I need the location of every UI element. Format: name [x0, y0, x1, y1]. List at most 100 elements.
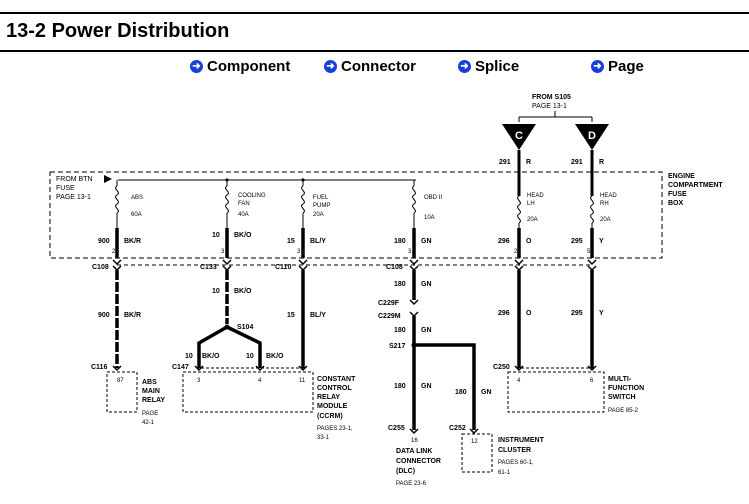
svg-text:296: 296 — [498, 238, 510, 245]
connector-c108-left: C108 — [92, 264, 109, 271]
svg-text:291: 291 — [571, 159, 583, 166]
wire-label-295-top: 295 Y 5 — [571, 238, 604, 255]
svg-text:CONNECTOR: CONNECTOR — [396, 458, 441, 465]
svg-text:20A: 20A — [600, 217, 611, 223]
nav-splice-link[interactable]: ➜ Splice — [458, 58, 519, 75]
svg-text:COOLING: COOLING — [238, 193, 266, 199]
fuse-label-obd: OBD II 10A — [424, 195, 442, 221]
ic-page: PAGES 60-1, 61-1 — [498, 460, 534, 476]
svg-text:180: 180 — [394, 383, 406, 390]
svg-text:HEAD: HEAD — [600, 193, 617, 199]
feed-c-letter: C — [515, 130, 523, 142]
svg-text:HEAD: HEAD — [527, 193, 544, 199]
connector-pins-icon — [112, 365, 597, 372]
svg-text:BOX: BOX — [668, 200, 684, 207]
svg-text:180: 180 — [394, 238, 406, 245]
svg-text:20A: 20A — [527, 217, 538, 223]
svg-text:MODULE: MODULE — [317, 403, 348, 410]
connector-pins-icon — [409, 428, 419, 435]
nav-page-link[interactable]: ➜ Page — [591, 58, 644, 75]
svg-text:PAGES 60-1,: PAGES 60-1, — [498, 460, 534, 466]
connector-c229f: C229F — [378, 300, 400, 307]
arrow-right-icon: ➜ — [458, 60, 471, 73]
svg-text:10A: 10A — [424, 215, 435, 221]
svg-text:CLUSTER: CLUSTER — [498, 447, 531, 454]
fuse-label-fuel-pump: FUEL PUMP 20A — [313, 195, 330, 218]
svg-text:O: O — [526, 238, 532, 245]
svg-text:RH: RH — [600, 201, 609, 207]
svg-text:GN: GN — [481, 389, 492, 396]
svg-text:O: O — [526, 310, 532, 317]
svg-text:MULTI-: MULTI- — [608, 376, 632, 383]
svg-text:BL/Y: BL/Y — [310, 312, 326, 319]
wire-label-291-d: 291 R — [571, 159, 604, 166]
mfs-box — [507, 371, 605, 413]
fuse-label-cooling-fan: COOLING FAN 40A — [238, 193, 266, 218]
svg-text:42-1: 42-1 — [142, 420, 155, 426]
fuse-box-label: ENGINE COMPARTMENT FUSE BOX — [668, 173, 723, 207]
pin-87: 87 — [117, 378, 124, 384]
header-rule-top — [0, 12, 749, 14]
wire-label-15-top: 15 BL/Y 3 — [287, 238, 326, 255]
svg-text:180: 180 — [455, 389, 467, 396]
wire-label-180-top: 180 GN 3 — [394, 238, 432, 255]
svg-text:FUNCTION: FUNCTION — [608, 385, 644, 392]
wire-label-180-b: 180 GN — [394, 327, 432, 334]
svg-text:BK/R: BK/R — [124, 238, 141, 245]
connector-c252: C252 — [449, 425, 466, 432]
mfs-label: MULTI- FUNCTION SWITCH — [608, 376, 644, 401]
instrument-cluster-box — [461, 433, 493, 473]
svg-text:10: 10 — [212, 288, 220, 295]
svg-text:RELAY: RELAY — [317, 394, 340, 401]
svg-text:180: 180 — [394, 327, 406, 334]
svg-text:GN: GN — [421, 238, 432, 245]
svg-text:3: 3 — [297, 249, 301, 255]
svg-text:BK/O: BK/O — [234, 232, 252, 239]
header-rule-bottom — [0, 50, 749, 52]
svg-text:OBD II: OBD II — [424, 195, 442, 201]
svg-text:CONSTANT: CONSTANT — [317, 376, 356, 383]
wire-label-296-bottom: 296 O — [498, 310, 532, 317]
arrow-right-icon: ➜ — [591, 60, 604, 73]
svg-text:5: 5 — [587, 249, 591, 255]
dlc-page: PAGE 23-6 — [396, 481, 427, 487]
feed-d-letter: D — [588, 130, 596, 142]
splice-s104: S104 — [237, 324, 253, 331]
from-s105-label: FROM S105 PAGE 13-1 — [532, 94, 571, 110]
nav-connector-link[interactable]: ➜ Connector — [324, 58, 416, 75]
connector-c116: C116 — [91, 364, 107, 371]
wire-label-180-c: 180 GN — [394, 383, 432, 390]
pin-mfs-4: 4 — [517, 378, 521, 384]
feed-d-icon — [575, 124, 609, 150]
svg-text:BK/R: BK/R — [124, 312, 141, 319]
connector-c255: C255 — [388, 425, 405, 432]
svg-text:3: 3 — [221, 249, 225, 255]
wire-10-left — [197, 325, 228, 368]
svg-text:60A: 60A — [131, 212, 142, 218]
splice-s217: S217 — [389, 343, 405, 350]
wire-label-10-right: 10 BK/O — [246, 353, 284, 360]
pin-ccrm-3: 3 — [197, 378, 201, 384]
svg-text:LH: LH — [527, 201, 535, 207]
arrow-right-icon: ➜ — [324, 60, 337, 73]
arrow-right-icon: ➜ — [190, 60, 203, 73]
connector-pins-icon — [469, 428, 479, 435]
svg-text:FUEL: FUEL — [313, 195, 329, 201]
nav-connector-label: Connector — [341, 58, 416, 75]
svg-text:MAIN: MAIN — [142, 388, 160, 395]
nav-page-label: Page — [608, 58, 644, 75]
fuse-icon — [225, 185, 229, 214]
wire-label-180-d: 180 GN — [455, 389, 492, 396]
svg-text:FUSE: FUSE — [668, 191, 687, 198]
connector-c110: C110 — [275, 264, 291, 271]
svg-text:BK/O: BK/O — [234, 288, 252, 295]
svg-text:GN: GN — [421, 281, 432, 288]
nav-component-link[interactable]: ➜ Component — [190, 58, 290, 75]
svg-text:BL/Y: BL/Y — [310, 238, 326, 245]
svg-text:FAN: FAN — [238, 201, 250, 207]
svg-text:FROM S105: FROM S105 — [532, 94, 571, 101]
svg-text:2: 2 — [112, 249, 116, 255]
wire-label-15-bottom: 15 BL/Y — [287, 312, 326, 319]
svg-text:FROM BTN: FROM BTN — [56, 176, 93, 183]
ic-label: INSTRUMENT CLUSTER — [498, 437, 545, 454]
